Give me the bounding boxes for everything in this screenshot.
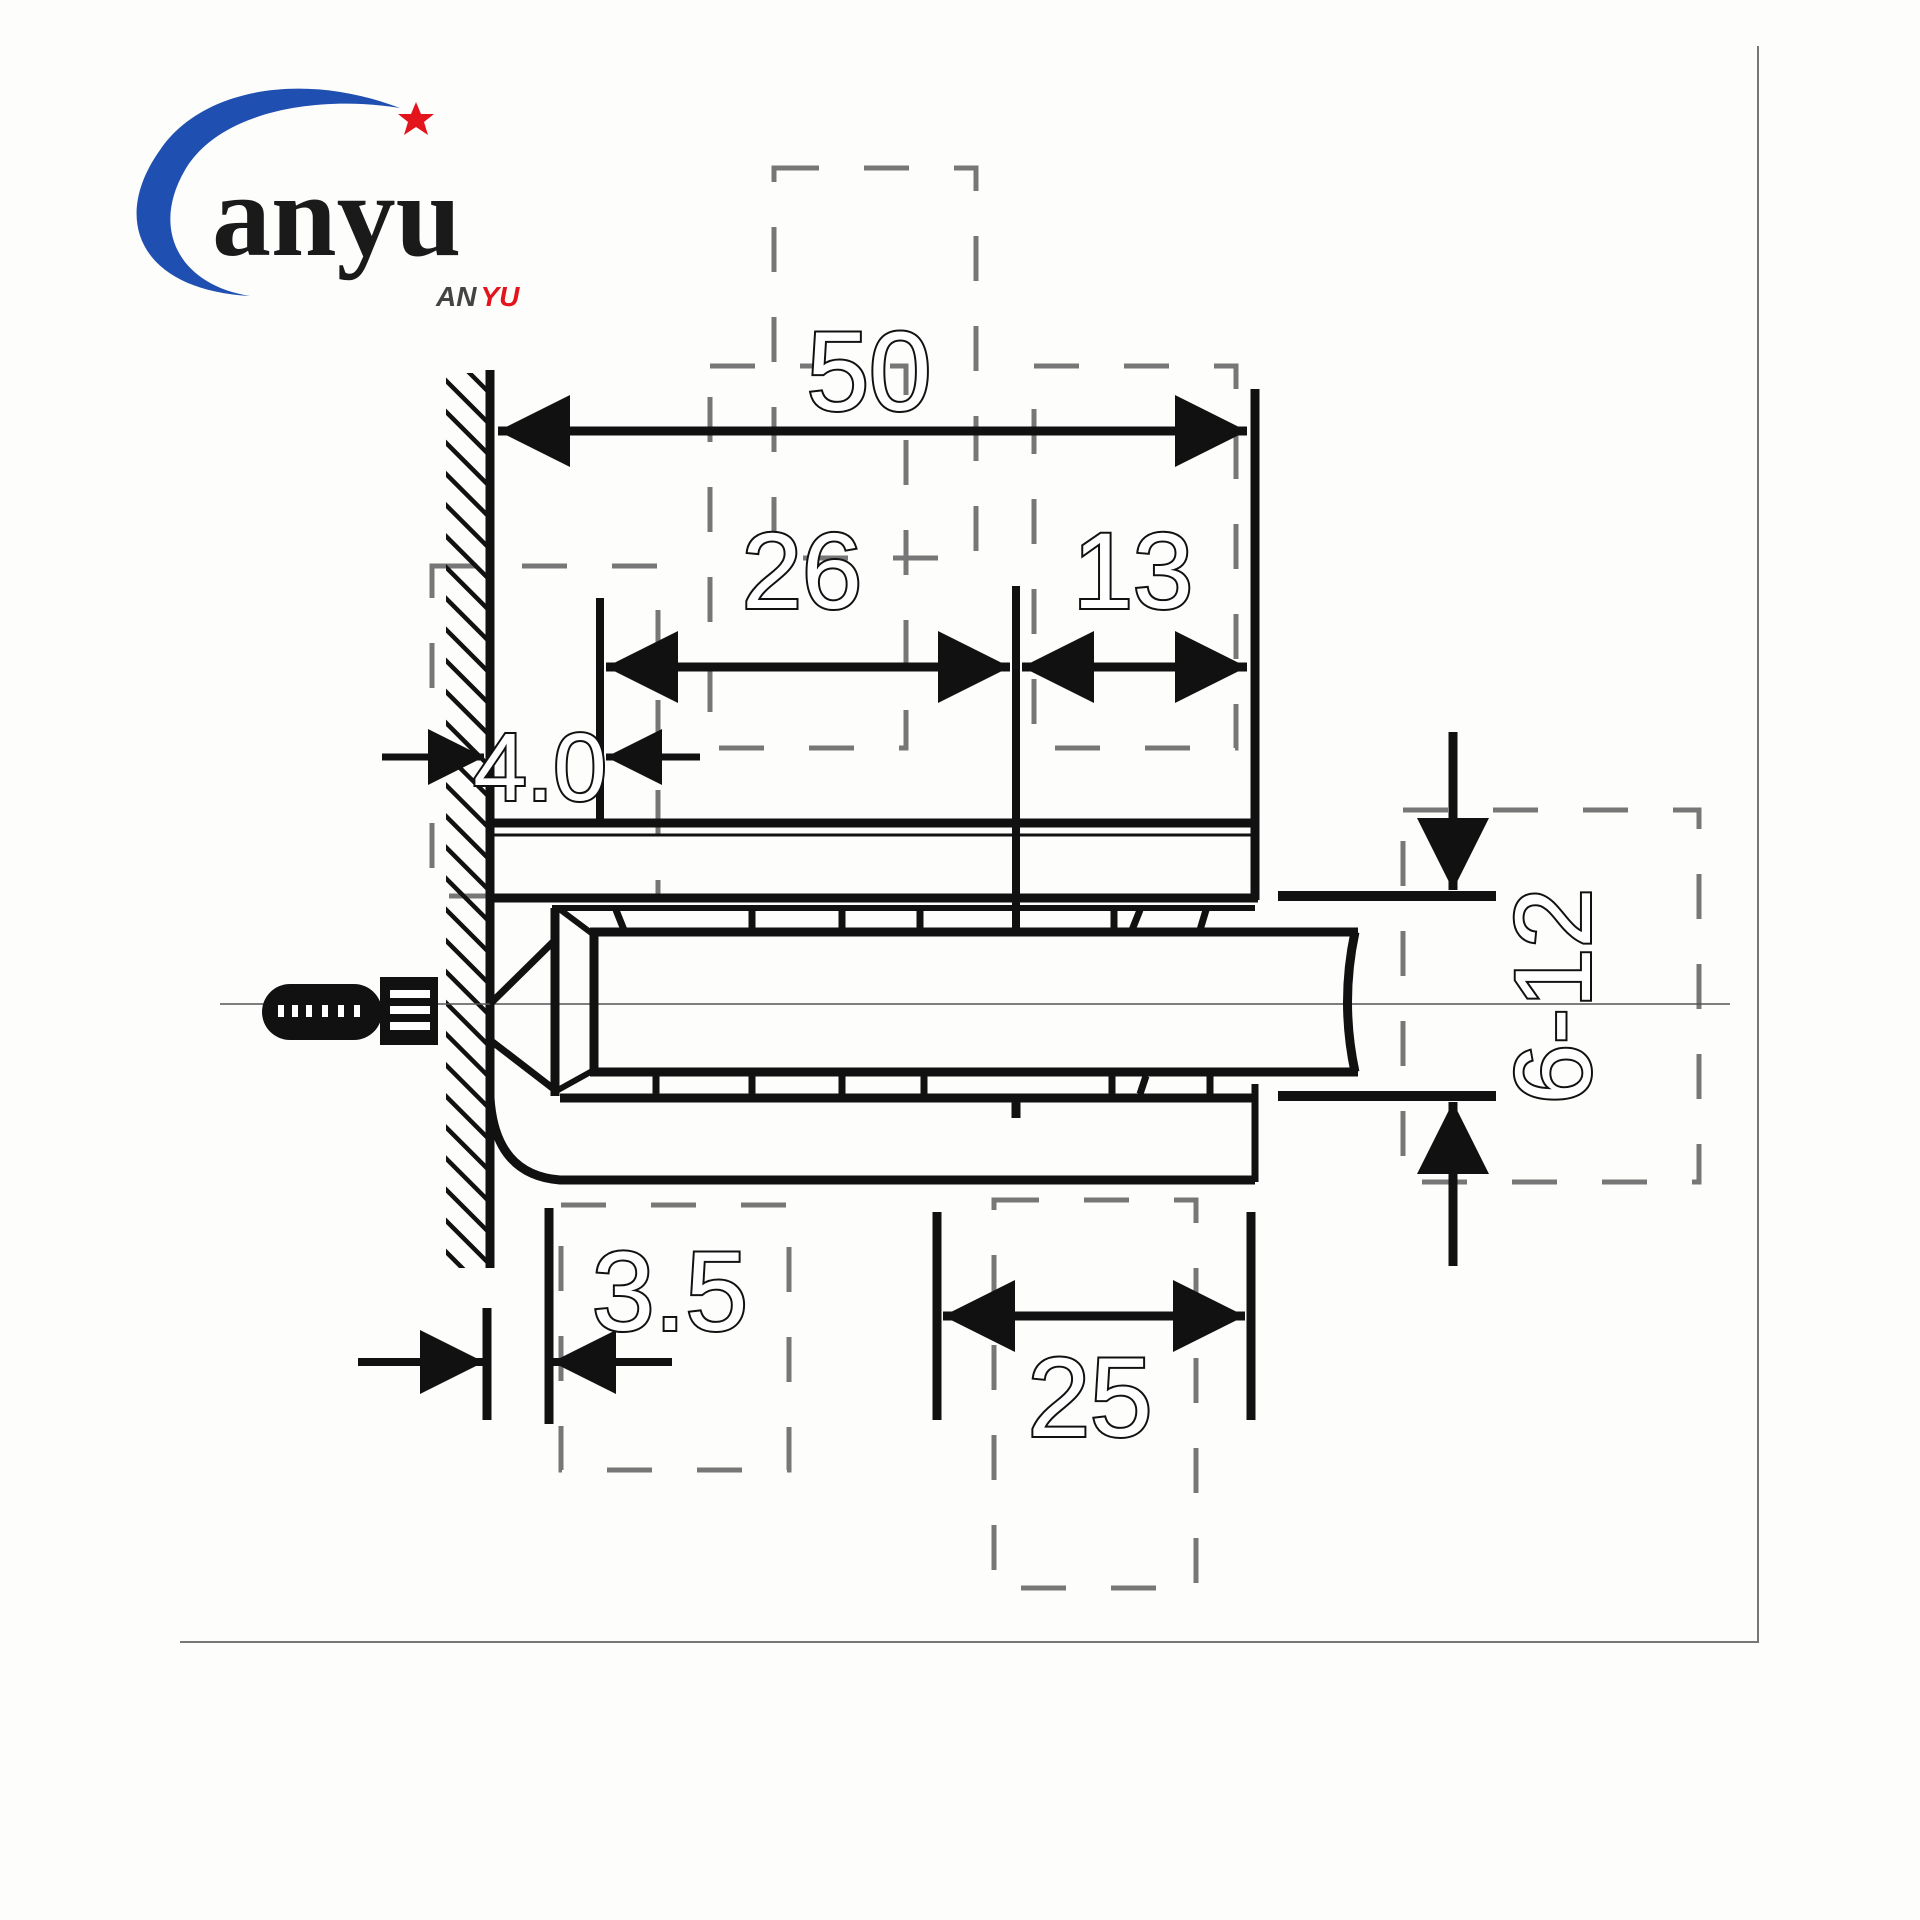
dimension-25: 25 [932,1212,1256,1462]
dimension-label-13: 13 [1073,510,1193,631]
dimension-label-6-12: 6-12 [1492,888,1613,1104]
dimension-label-4-0: 4.0 [473,714,606,821]
logo-sub-gray: AN [435,281,477,312]
dimension-3-5: 3.5 [358,1208,750,1424]
dimension-13: 13 [1022,508,1247,703]
logo-arc-icon [136,88,400,296]
star-icon [398,102,434,135]
bolt-head [262,977,438,1045]
anchor-body [485,389,1360,1185]
logo-wordmark: anyu [212,150,461,281]
dimension-label-26: 26 [742,510,862,631]
dimension-label-50: 50 [807,309,932,434]
dimension-4-0: 4.0 [382,712,700,823]
dimension-label-3-5: 3.5 [592,1229,748,1354]
frame-border [180,46,1759,1643]
dimension-26: 26 [606,508,1010,703]
dimension-6-12: 6-12 [1278,732,1615,1266]
dimension-label-25: 25 [1028,1335,1153,1460]
dimension-50: 50 [498,307,1247,467]
logo-sub-red: YU [480,281,520,312]
